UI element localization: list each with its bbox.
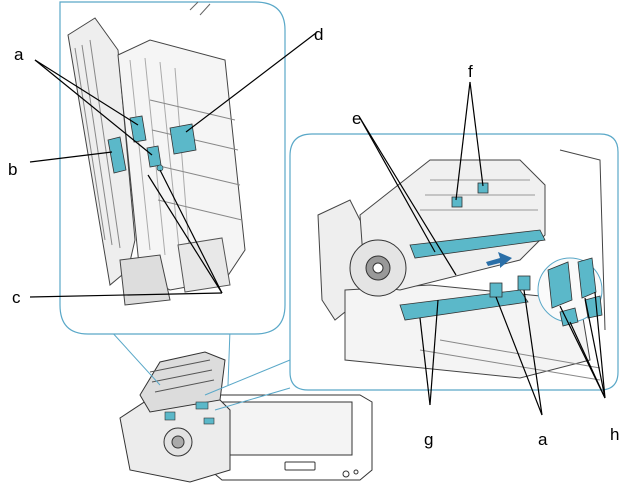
part-b-highlight: [107, 136, 127, 174]
right-zoom-panel: [289, 133, 619, 391]
part-h-highlight: [577, 257, 597, 299]
callout-f: f: [468, 62, 473, 81]
callout-e: e: [352, 109, 361, 128]
part-e-highlight: [409, 229, 546, 259]
part-h-highlight: [547, 261, 573, 309]
arrow-icon: [486, 252, 512, 268]
part-a-highlight: [489, 282, 503, 298]
callout-d: d: [314, 25, 323, 44]
part-a-highlight: [517, 275, 531, 291]
callout-g: g: [424, 430, 433, 449]
scanner-part-highlight: [195, 401, 209, 410]
left-zoom-panel: [59, 1, 286, 335]
leader-lines: [29, 32, 606, 416]
part-a-highlight: [146, 145, 162, 168]
callout-b: b: [8, 160, 17, 179]
part-h-highlight: [584, 295, 603, 319]
zoom-lines: [109, 329, 291, 411]
callout-labels: a b c d e f g a h: [8, 25, 619, 449]
scanner-part-highlight: [164, 411, 176, 421]
scanner-part-highlight: [203, 417, 215, 425]
callout-h: h: [610, 425, 619, 444]
part-h-highlight: [559, 307, 579, 327]
part-d-highlight: [169, 123, 197, 155]
callout-a-left: a: [14, 45, 24, 64]
callout-a-right: a: [538, 430, 548, 449]
scanner-device: [119, 351, 373, 483]
callout-c: c: [12, 288, 21, 307]
part-f-highlight: [451, 196, 463, 208]
